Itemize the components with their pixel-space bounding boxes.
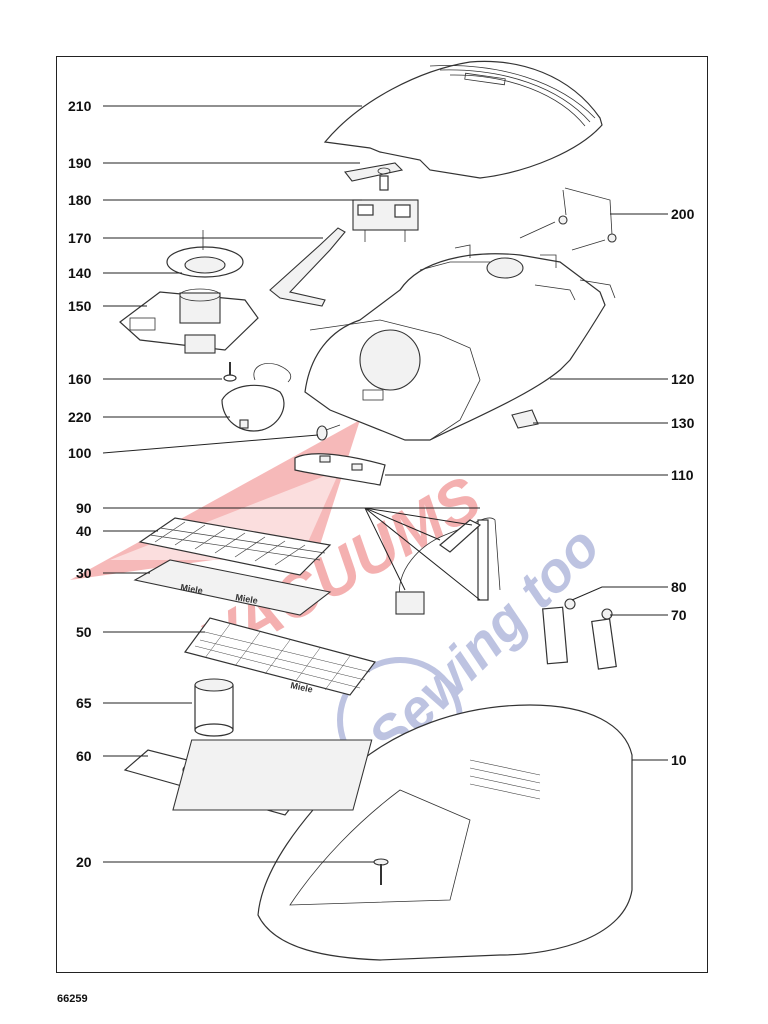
label-60: 60 (76, 748, 92, 764)
part-210-lid (323, 60, 603, 179)
part-80-latch (542, 598, 576, 665)
part-170-lever (269, 227, 346, 307)
part-20-screw (373, 858, 389, 885)
part-65-cylinder (194, 678, 234, 737)
label-70: 70 (671, 607, 687, 623)
label-200: 200 (671, 206, 695, 222)
part-labels: 210 190 180 170 140 150 160 220 100 90 4… (68, 98, 695, 870)
part-90-cable (395, 517, 501, 615)
label-90: 90 (76, 500, 92, 516)
part-100-spring (316, 424, 341, 441)
label-210: 210 (68, 98, 92, 114)
part-130-cap (511, 409, 539, 429)
brand-mark-2: Miele (235, 592, 259, 606)
part-110-strip (294, 453, 386, 486)
part-180-switch (352, 199, 419, 242)
brand-mark-1: Miele (180, 582, 204, 596)
label-170: 170 (68, 230, 92, 246)
label-10: 10 (671, 752, 687, 768)
part-220-cover (221, 363, 292, 432)
label-110: 110 (671, 467, 694, 483)
label-50: 50 (76, 624, 92, 640)
label-150: 150 (68, 298, 92, 314)
label-220: 220 (68, 409, 92, 425)
label-180: 180 (68, 192, 92, 208)
part-70-clip (591, 608, 617, 670)
label-30: 30 (76, 565, 92, 581)
label-80: 80 (671, 579, 687, 595)
part-40-filter-grid (138, 517, 332, 576)
label-100: 100 (68, 445, 92, 461)
diagram-frame (56, 56, 708, 973)
label-120: 120 (671, 371, 695, 387)
part-200-springs (519, 187, 617, 251)
part-50-hepa-filter: Miele (183, 617, 377, 696)
part-120-body (304, 244, 616, 441)
leader-lines (102, 105, 668, 863)
part-30-filter-mat: Miele Miele (133, 559, 332, 616)
label-20: 20 (76, 854, 92, 870)
label-160: 160 (68, 371, 92, 387)
part-10-base (172, 704, 633, 961)
diagram-code: 66259 (57, 993, 88, 1005)
brand-mark-3: Miele (290, 680, 314, 694)
label-65: 65 (76, 695, 92, 711)
part-140-ring (166, 230, 244, 278)
label-140: 140 (68, 265, 92, 281)
label-40: 40 (76, 523, 92, 539)
part-160-screw (223, 362, 237, 382)
part-150-housing (119, 288, 259, 354)
label-190: 190 (68, 155, 92, 171)
label-130: 130 (671, 415, 695, 431)
part-190-plate (344, 162, 404, 191)
